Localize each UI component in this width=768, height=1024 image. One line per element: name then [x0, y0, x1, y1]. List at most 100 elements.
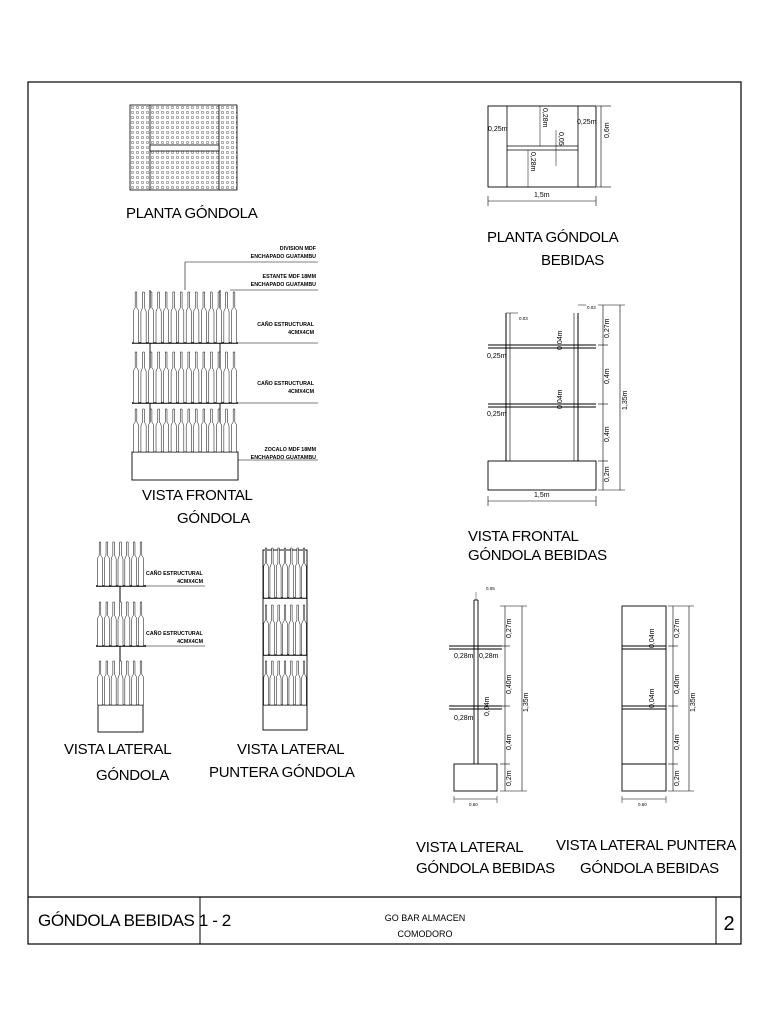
lpb-dim-width: 0.60 [638, 802, 647, 807]
fb-dim-total: 1,35m [622, 390, 629, 410]
bottle [282, 604, 288, 656]
vista-lateral-puntera-title-1: VISTA LATERAL [237, 741, 344, 758]
vista-lateral-puntera-drawing [262, 547, 308, 731]
fb-dim-base: 0,2m [604, 466, 611, 482]
bottle [110, 541, 117, 587]
pb-dim-left: 0,25m [488, 126, 508, 133]
bottle [170, 408, 177, 453]
lateral-note-cano-2a: CAÑO ESTRUCTURAL [146, 630, 204, 637]
planta-bebidas-title-1: PLANTA GÓNDOLA [487, 229, 619, 246]
bottle [223, 408, 230, 453]
lb-dim-mid-2: 0,4m [506, 734, 513, 750]
lb-dim-arm-2: 0,28m [454, 715, 474, 722]
note-zocalo-1: ZOCALO MDF 18MM [265, 447, 317, 453]
fb-dim-thick-2: 0,04m [557, 389, 564, 409]
lb-dim-thick: 0,04m [484, 696, 491, 716]
planta-bebidas-title-2: BEBIDAS [541, 252, 604, 269]
bottle [263, 604, 269, 656]
bottle [295, 604, 301, 656]
lateral-bebidas-title-2: GÓNDOLA BEBIDAS [416, 860, 555, 877]
lateral-puntera-bebidas-title-2: GÓNDOLA BEBIDAS [580, 860, 719, 877]
bottle [124, 660, 131, 706]
bottle [170, 351, 177, 404]
bottle [263, 547, 269, 599]
lateral-note-cano-1a: CAÑO ESTRUCTURAL [146, 570, 204, 577]
fb-dim-top: 0,27m [604, 318, 611, 338]
bottle [185, 408, 192, 453]
lb-dim-post: 0.05 [486, 586, 495, 591]
bottle [301, 604, 307, 656]
bottle [231, 351, 237, 404]
pb-dim-width: 1,5m [534, 192, 550, 199]
bottle [104, 541, 110, 587]
lb-dim-arm-1b: 0,28m [479, 653, 499, 660]
sheet-title: GÓNDOLA BEBIDAS 1 - 2 [38, 911, 231, 930]
fb-dim-thick-1: 0,04m [557, 330, 564, 350]
note-cano-1b: 4CMX4CM [288, 330, 314, 336]
bottle [148, 408, 154, 453]
bottle [133, 351, 139, 404]
fb-dim-mid-1: 0,4m [604, 368, 611, 384]
bottle [185, 291, 192, 344]
bottle [200, 351, 207, 404]
lateral-bebidas-drawing [449, 592, 527, 803]
vista-lateral-puntera-title-2: PUNTERA GÓNDOLA [209, 764, 355, 781]
fb-dim-shelf-2: 0,25m [487, 411, 507, 418]
fb-dim-width: 1,5m [534, 492, 550, 499]
lateral-note-cano-1b: 4CMX4CM [177, 579, 203, 585]
lpb-dim-top: 0,27m [674, 618, 681, 638]
bottle [301, 547, 307, 599]
bottle [117, 660, 124, 706]
bottle [163, 291, 170, 344]
bottle [282, 660, 288, 706]
bottle [133, 408, 139, 453]
pb-dim-inner-b: 0,28m [529, 152, 536, 172]
sheet-border [27, 81, 742, 945]
bottle [110, 601, 117, 647]
bottle [216, 408, 222, 453]
bottle [110, 660, 117, 706]
fb-dim-shelf-1: 0,25m [487, 353, 507, 360]
bottle [117, 541, 124, 587]
vista-frontal-gondola-title-1: VISTA FRONTAL [142, 487, 253, 504]
lpb-dim-total: 1,35m [690, 692, 697, 712]
bottle [97, 541, 103, 587]
bottle [104, 601, 110, 647]
planta-bebidas-drawing [487, 105, 611, 206]
frontal-bebidas-title-2: GÓNDOLA BEBIDAS [468, 547, 607, 564]
bottle [269, 660, 275, 706]
fb-dim-top-right: 0.03 [587, 305, 596, 310]
pb-dim-depth: 0,6m [604, 122, 611, 138]
project-name-1: GO BAR ALMACEN [385, 913, 466, 923]
bottle [295, 660, 301, 706]
vista-lateral-gondola-title-2: GÓNDOLA [96, 767, 169, 784]
bottle [140, 291, 147, 344]
bottle [155, 291, 162, 344]
vista-frontal-gondola-drawing [131, 290, 239, 481]
note-division-mdf-1: DIVISION MDF [280, 246, 317, 252]
bottle [178, 408, 185, 453]
pb-dim-center: 0,05 [557, 132, 564, 146]
sheet-number: 2 [723, 913, 734, 935]
bottle [295, 547, 301, 599]
bottle [148, 351, 154, 404]
bottle [185, 351, 192, 404]
bottle [117, 601, 124, 647]
planta-gondola-title: PLANTA GÓNDOLA [126, 205, 258, 222]
bottle [155, 408, 162, 453]
lpb-dim-mid-2: 0,4m [674, 734, 681, 750]
fb-dim-top-left: 0.03 [519, 316, 528, 321]
frontal-leaders [184, 261, 318, 461]
lpb-dim-mid-1: 0,40m [674, 674, 681, 694]
bottle [140, 408, 147, 453]
bottle [269, 604, 275, 656]
bottle [104, 660, 110, 706]
lb-dim-mid-1: 0,40m [506, 674, 513, 694]
lateral-bebidas-title-1: VISTA LATERAL [416, 839, 523, 856]
bottle [288, 660, 294, 706]
pb-dim-right: 0,25m [577, 119, 597, 126]
bottle [223, 351, 230, 404]
project-name-2: COMODORO [398, 929, 453, 939]
note-cano-2b: 4CMX4CM [288, 389, 314, 395]
bottle [223, 291, 230, 344]
